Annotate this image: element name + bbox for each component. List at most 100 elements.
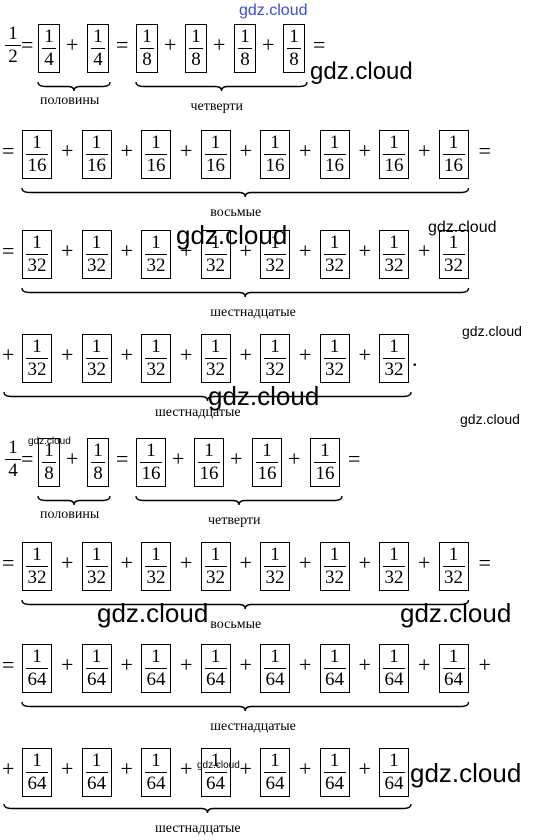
fraction-bar <box>189 48 203 49</box>
plus-sign: + <box>299 342 312 367</box>
equals-sign: = <box>478 550 491 575</box>
fraction-bar <box>26 254 48 255</box>
numerator: 1 <box>32 132 42 153</box>
fraction-bar <box>256 462 278 463</box>
numerator: 1 <box>270 232 280 253</box>
fraction-bar <box>85 566 108 567</box>
denominator: 64 <box>444 669 463 690</box>
numerator: 1 <box>210 646 221 667</box>
plus-sign: + <box>61 342 74 367</box>
fraction-bar <box>204 358 227 359</box>
fraction-bar <box>91 462 105 463</box>
denominator: 64 <box>265 669 285 690</box>
plus-sign: + <box>358 138 371 163</box>
numerator: 1 <box>329 132 340 153</box>
denominator: 32 <box>384 359 404 380</box>
watermark: gdz.cloud <box>310 58 413 85</box>
underbrace-group <box>3 803 412 814</box>
denominator: 16 <box>265 155 285 176</box>
denominator: 32 <box>265 255 285 276</box>
denominator: 4 <box>93 49 103 70</box>
fraction-bar <box>383 566 405 567</box>
denominator: 64 <box>146 773 166 794</box>
underbrace-quarters <box>135 495 343 506</box>
fraction-bar <box>264 154 286 155</box>
numerator: 1 <box>270 336 280 357</box>
denominator: 32 <box>206 359 225 380</box>
fraction-bar <box>323 668 346 669</box>
equals-sign: = <box>348 446 361 471</box>
denominator: 8 <box>142 49 152 70</box>
denominator: 32 <box>27 255 47 276</box>
plus-sign: + <box>61 756 74 781</box>
brace-label-group: шестнадцатые <box>155 405 241 420</box>
numerator: 1 <box>329 336 340 357</box>
watermark: gdz.cloud <box>428 219 497 236</box>
fraction-bar <box>26 668 48 669</box>
fraction-bar <box>26 358 48 359</box>
equals-sign: = <box>2 238 15 263</box>
plus-sign: + <box>239 238 252 263</box>
denominator: 16 <box>146 155 166 176</box>
numerator: 1 <box>32 336 42 357</box>
fraction-bar <box>145 668 167 669</box>
plus-sign: + <box>61 138 74 163</box>
numerator: 1 <box>329 750 340 771</box>
denominator: 16 <box>27 155 47 176</box>
numerator: 1 <box>191 26 201 47</box>
plus-sign: + <box>66 32 79 57</box>
numerator: 1 <box>329 544 340 565</box>
fraction-bar <box>442 254 465 255</box>
fraction-bar <box>383 154 405 155</box>
numerator: 1 <box>91 646 102 667</box>
denominator: 8 <box>93 463 103 484</box>
denominator: 64 <box>384 773 404 794</box>
equals-sign: = <box>21 32 34 57</box>
denominator: 16 <box>199 463 219 484</box>
denominator: 32 <box>27 567 47 588</box>
fraction-bar <box>26 566 48 567</box>
numerator: 1 <box>91 132 102 153</box>
numerator: 1 <box>142 26 152 47</box>
fraction-bar <box>140 48 154 49</box>
fraction-bar <box>26 154 48 155</box>
numerator: 1 <box>151 132 161 153</box>
plus-sign: + <box>299 756 312 781</box>
denominator: 32 <box>265 567 285 588</box>
numerator: 1 <box>204 440 214 461</box>
fraction-bar <box>442 566 465 567</box>
plus-sign: + <box>358 238 371 263</box>
numerator: 1 <box>210 750 221 771</box>
numerator: 1 <box>91 232 102 253</box>
denominator: 64 <box>87 773 106 794</box>
fraction-bar <box>287 48 301 49</box>
denominator: 32 <box>27 359 47 380</box>
numerator: 1 <box>32 232 42 253</box>
plus-sign: + <box>120 652 133 677</box>
equals-sign: = <box>2 652 15 677</box>
denominator: 16 <box>384 155 404 176</box>
